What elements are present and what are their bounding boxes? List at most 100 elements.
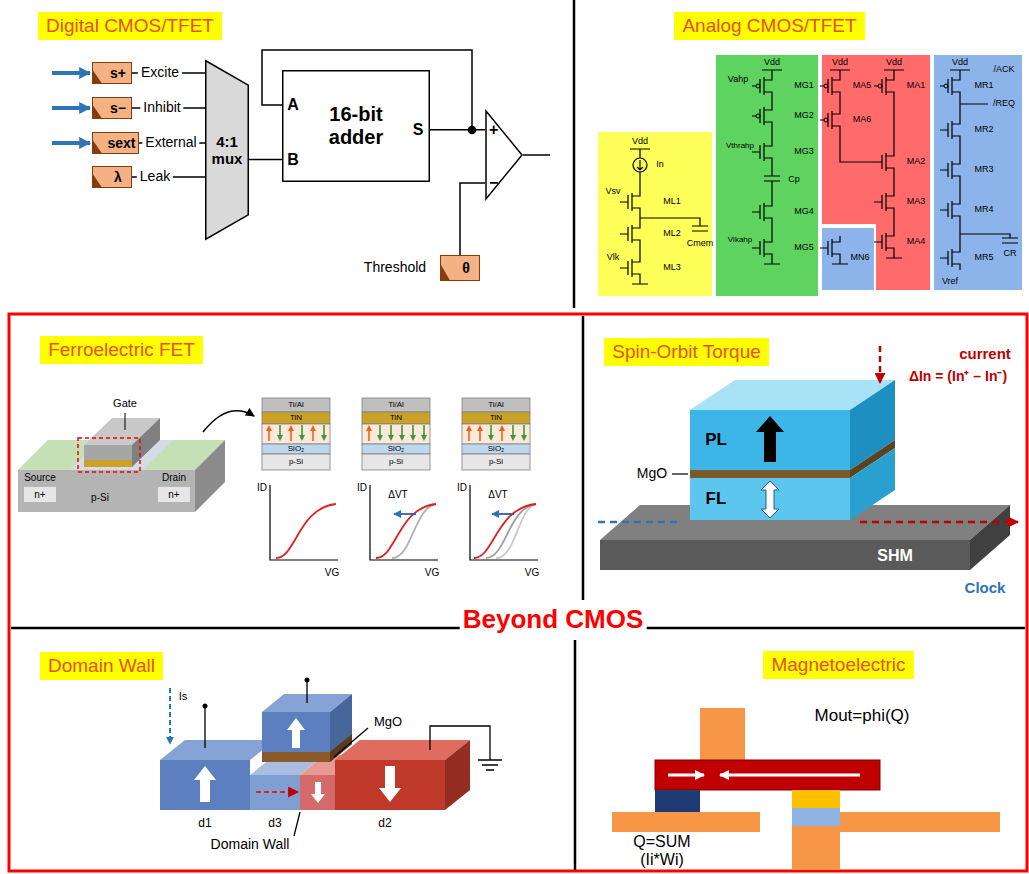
- fefet-illustration: [262, 412, 330, 424]
- domain-wall-illustration: [478, 760, 502, 770]
- fefet-illustration: [299, 425, 305, 441]
- input-register: s−: [92, 97, 132, 119]
- domain-wall-illustration: [445, 740, 470, 810]
- domain-wall-illustration: [194, 766, 216, 802]
- magnetoelectric-illustration: [792, 790, 840, 808]
- component-label: ML2: [663, 229, 681, 239]
- device-label: d2: [378, 817, 391, 830]
- domain-wall-illustration: [262, 752, 330, 762]
- node-text: 16-bit adder: [311, 103, 401, 149]
- component-label: MG2: [794, 111, 814, 121]
- pin-name: A: [287, 96, 299, 114]
- magnetoelectric-illustration: [792, 808, 840, 826]
- layer-label: TiN: [290, 414, 302, 423]
- component-label: MR5: [974, 253, 993, 263]
- analog-schematic: [762, 70, 782, 264]
- analog-schematic: [940, 158, 960, 182]
- component-label: CR: [1004, 249, 1017, 259]
- fefet-illustration: [362, 424, 430, 444]
- fefet-illustration: [262, 424, 330, 444]
- panel-title: Domain Wall: [40, 652, 163, 680]
- component-label: Vdd: [632, 137, 648, 147]
- device-label: Domain Wall: [211, 837, 290, 852]
- fefet-illustration: [362, 398, 430, 412]
- fefet-illustration: [466, 425, 472, 441]
- fefet-illustration: [362, 444, 430, 454]
- sot-illustration: [598, 346, 1018, 570]
- fefet-illustration: [276, 504, 336, 558]
- fefet-illustration: [84, 460, 132, 467]
- magnetoelectric-illustration: [655, 760, 880, 790]
- fefet-illustration: [376, 504, 436, 558]
- node-text: Analog CMOS/TFET: [682, 15, 856, 37]
- device-label: SHM: [877, 547, 913, 565]
- panel-divider: [9, 0, 1027, 871]
- component-label: /REQ: [993, 99, 1015, 109]
- analog-schematic: [940, 246, 960, 270]
- component-label: Vlkahp: [728, 236, 752, 245]
- analog-schematic: [874, 230, 894, 254]
- device-label: p-Si: [91, 492, 109, 503]
- digital-wiring: [52, 106, 90, 110]
- signal-label: External: [142, 135, 199, 150]
- layer-label: TiN: [490, 414, 502, 423]
- fefet-illustration: [270, 485, 538, 560]
- fefet-illustration: [125, 413, 126, 430]
- sot-illustration: [756, 416, 784, 462]
- node-text: Digital CMOS/TFET: [46, 15, 214, 37]
- signal-label: Threshold: [364, 260, 426, 275]
- register-fill: [441, 256, 480, 281]
- sot-illustration: [850, 448, 895, 520]
- domain-wall-illustration: [203, 704, 208, 709]
- axis-label: VG: [325, 567, 339, 578]
- magnetoelectric-illustration: [792, 826, 840, 870]
- fefet-illustration: [262, 398, 330, 412]
- device-label: Drain: [162, 472, 186, 483]
- component-label: Vsv: [605, 187, 620, 197]
- magnetoelectric-illustration: [612, 708, 1000, 870]
- sot-illustration: [672, 473, 688, 474]
- node-text: θ: [462, 260, 470, 276]
- fefet-illustration: [266, 425, 272, 441]
- fefet-illustration: [158, 487, 190, 502]
- analog-schematic: [752, 104, 772, 128]
- layer-label: SiO₂: [288, 445, 304, 454]
- component-label: /ACK: [993, 65, 1014, 75]
- device-label: current: [959, 346, 1011, 363]
- signal-wire: [430, 129, 485, 131]
- analog-schematic: [752, 140, 772, 164]
- mux-outline: [206, 61, 249, 240]
- component-label: Cp: [788, 175, 800, 185]
- register-fill: [93, 98, 132, 119]
- device-label: Source: [24, 472, 56, 483]
- domain-wall-illustration: [204, 708, 205, 748]
- fefet-illustration: [474, 504, 536, 558]
- fefet-illustration: [310, 425, 316, 441]
- magnetoelectric-illustration: [700, 708, 745, 760]
- magnetoelectric-illustration: [612, 812, 760, 832]
- sot-illustration: [690, 470, 850, 478]
- register-wedge: [93, 105, 103, 119]
- component-label: MG5: [794, 243, 814, 253]
- input-register: sext: [92, 132, 139, 154]
- section-heading: Beyond CMOS: [460, 605, 647, 634]
- domain-wall-illustration: [305, 678, 310, 683]
- analog-schematic: [940, 198, 960, 222]
- domain-wall-illustration: [294, 812, 300, 836]
- fefet-illustration: [462, 424, 530, 444]
- device-label: PL: [705, 431, 727, 450]
- analog-schematic: [934, 55, 1022, 290]
- node-text: Ferroelectric FET: [48, 339, 195, 361]
- axis-label: ΔVT: [388, 489, 407, 500]
- component-label: MR4: [974, 205, 993, 215]
- signal-label: Excite: [138, 65, 182, 80]
- fefet-illustration: [462, 412, 530, 424]
- sot-illustration: [598, 521, 680, 524]
- fefet-illustration: [492, 513, 514, 515]
- analog-schematic: [874, 150, 894, 174]
- component-label: MA3: [907, 197, 926, 207]
- sot-illustration: [690, 410, 850, 470]
- node-text: Magnetoelectric: [771, 654, 905, 676]
- analog-schematic: [716, 55, 818, 296]
- domain-wall-illustration: [311, 782, 325, 803]
